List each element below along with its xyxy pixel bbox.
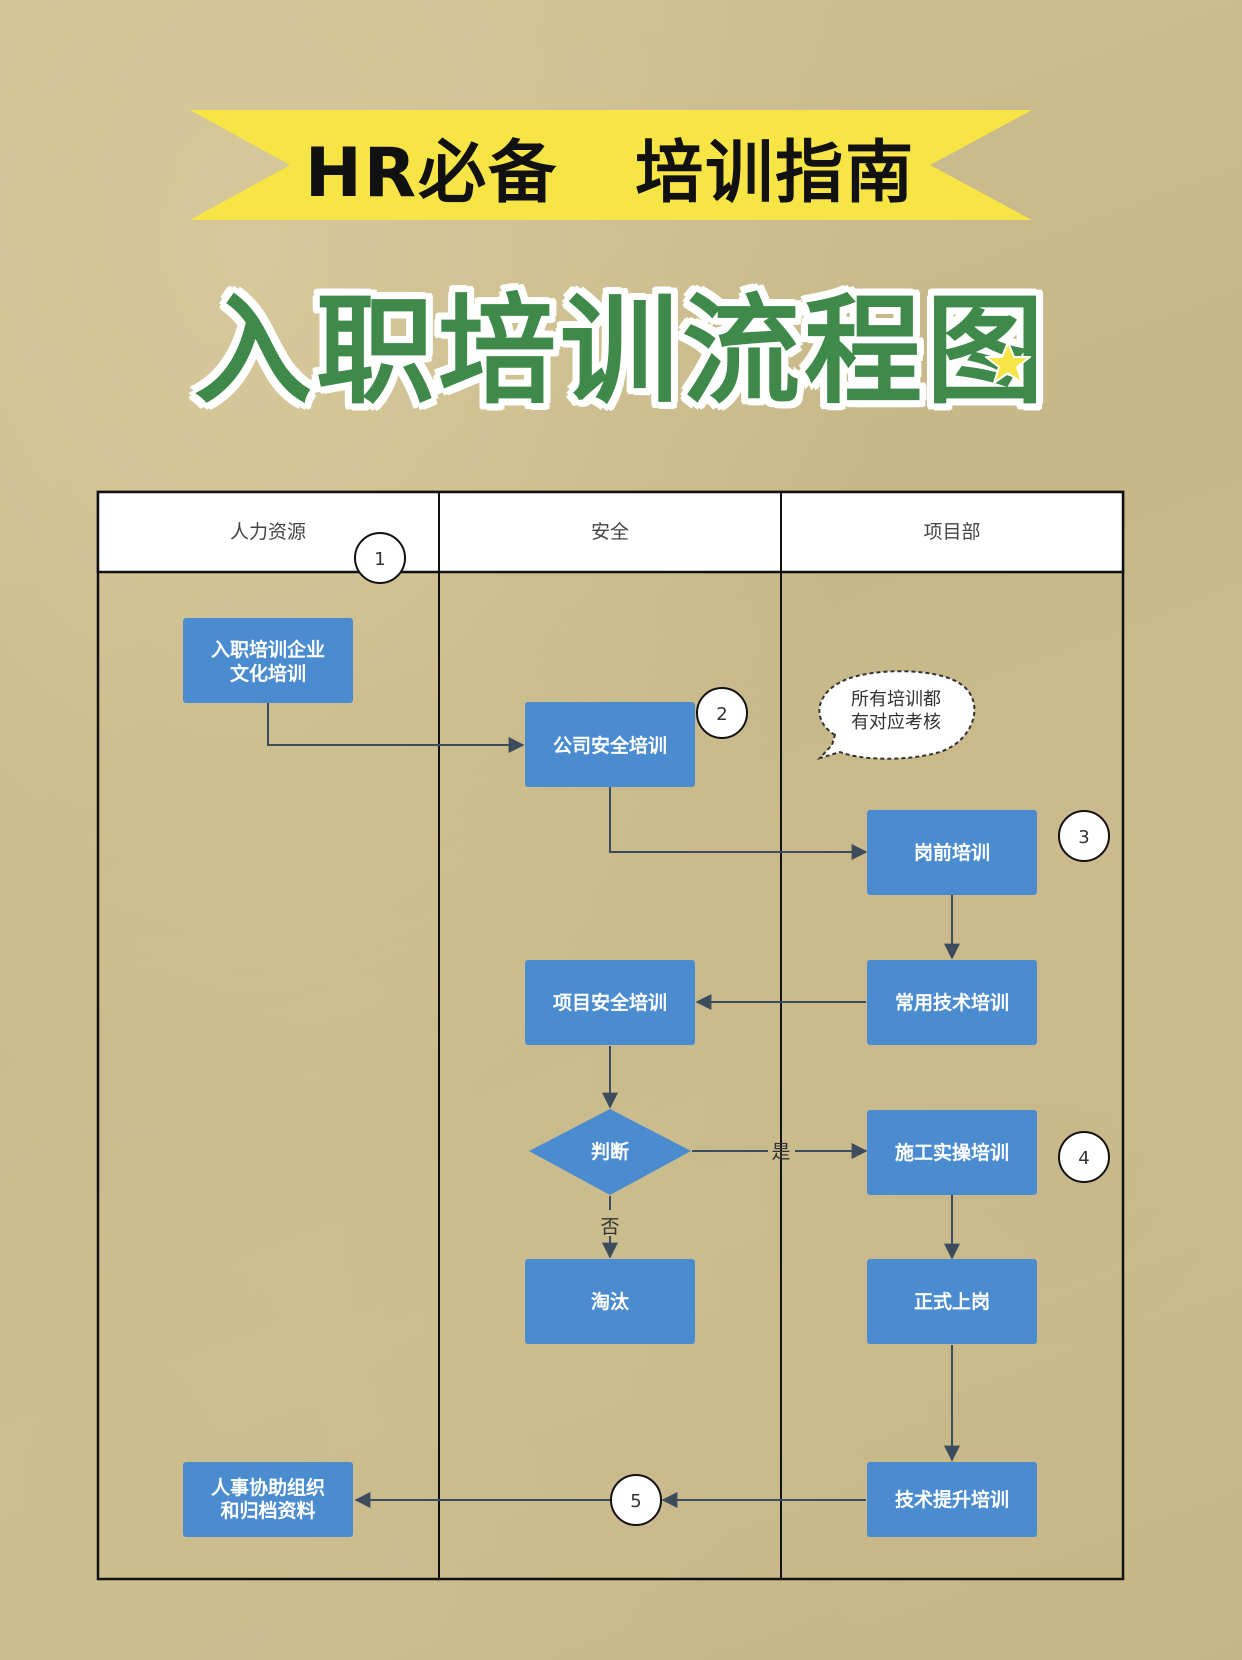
step-marker-2: 2	[696, 687, 748, 739]
step-marker-label: 4	[1078, 1148, 1089, 1169]
box-label-line: 技术提升培训	[895, 1488, 1009, 1511]
process-box-hr-archive: 人事协助组织 和归档资料	[183, 1462, 353, 1537]
process-box-common-tech: 常用技术培训	[867, 960, 1037, 1045]
step-marker-label: 3	[1078, 827, 1089, 848]
process-box-construction: 施工实操培训	[867, 1110, 1037, 1195]
step-marker-1: 1	[354, 532, 406, 584]
decision-judge: 判断	[529, 1109, 691, 1195]
connectors	[267, 703, 960, 1508]
page-title: 入职培训流程图	[193, 282, 1048, 420]
process-box-tech-up: 技术提升培训	[867, 1462, 1037, 1537]
process-box-formal: 正式上岗	[867, 1259, 1037, 1344]
box-label-line: 人事协助组织	[211, 1476, 325, 1499]
process-box-onboard: 入职培训企业 文化培训	[183, 618, 353, 703]
step-marker-3: 3	[1058, 810, 1110, 862]
lane-label-hr: 人力资源	[230, 521, 306, 543]
box-label-line: 常用技术培训	[895, 991, 1009, 1014]
lane-label-safety: 安全	[591, 521, 629, 543]
note-line: 所有培训都	[851, 689, 941, 710]
box-label-line: 判断	[591, 1140, 629, 1163]
box-label-line: 文化培训	[230, 662, 306, 685]
box-label-line: 正式上岗	[914, 1290, 990, 1313]
process-box-pre-post: 岗前培训	[867, 810, 1037, 895]
note-bubble: 所有培训都 有对应考核	[816, 670, 976, 761]
process-box-company-safety: 公司安全培训	[525, 702, 695, 787]
box-label-line: 公司安全培训	[553, 734, 667, 757]
box-label-line: 淘汰	[591, 1290, 630, 1313]
step-marker-label: 1	[374, 549, 385, 570]
lane-label-project: 项目部	[923, 521, 980, 543]
box-label-line: 项目安全培训	[553, 991, 667, 1014]
box-label-line: 入职培训企业	[211, 638, 325, 661]
step-marker-label: 5	[630, 1491, 641, 1512]
banner-text: HR必备 培训指南	[304, 133, 916, 213]
step-marker-4: 4	[1058, 1131, 1110, 1183]
banner-ribbon	[190, 110, 1032, 220]
edge-company-safety-to-pre-post	[609, 787, 868, 860]
note-line: 有对应考核	[851, 712, 941, 733]
step-marker-5: 5	[610, 1474, 662, 1526]
box-label-line: 施工实操培训	[895, 1141, 1009, 1164]
box-label-line: 岗前培训	[914, 841, 990, 864]
step-marker-label: 2	[716, 704, 727, 725]
process-box-eliminate: 淘汰	[525, 1259, 695, 1344]
edge-label-yes: 是	[771, 1141, 790, 1163]
star-icon	[985, 340, 1031, 386]
process-box-project-safety: 项目安全培训	[525, 960, 695, 1045]
lane-header-band	[96, 490, 1125, 574]
edge-onboard-to-company-safety	[267, 703, 525, 753]
edge-label-no: 否	[600, 1216, 619, 1238]
ribbon-shape	[190, 110, 1032, 220]
box-label-line: 和归档资料	[220, 1499, 315, 1522]
